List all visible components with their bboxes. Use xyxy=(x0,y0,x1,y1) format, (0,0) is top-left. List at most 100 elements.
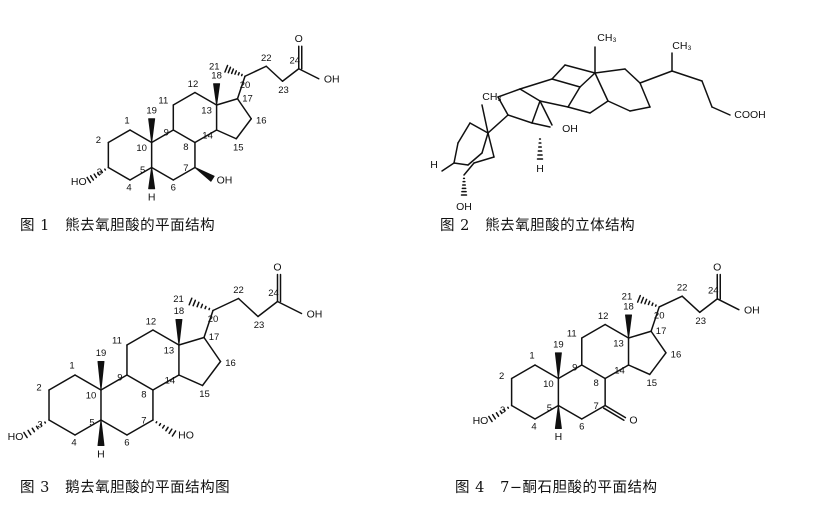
bond xyxy=(107,166,131,181)
oh-3-hash-stripe xyxy=(491,413,497,420)
atom-label-21: 21 xyxy=(209,61,220,72)
caption-figure-4: 图 4 7−酮石胆酸的平面结构 xyxy=(455,480,658,496)
bond xyxy=(627,364,651,376)
oh-7-hash-stripe xyxy=(158,422,162,427)
sidechain-bond xyxy=(671,70,703,82)
atom-label-22: 22 xyxy=(261,53,272,64)
bond xyxy=(627,330,652,339)
atom-label-6: 6 xyxy=(124,438,129,449)
atom-label-2: 2 xyxy=(499,371,504,382)
bond xyxy=(126,329,154,346)
oh-7-wedge xyxy=(194,167,215,182)
bond xyxy=(201,360,222,387)
bond xyxy=(150,129,175,144)
atom-label-23: 23 xyxy=(695,316,706,327)
bond xyxy=(604,323,630,339)
oh-7-hash-stripe xyxy=(155,421,158,424)
methyl-21-hash-stripe xyxy=(200,303,204,309)
bond xyxy=(172,91,196,106)
atom-label-20: 20 xyxy=(240,80,251,91)
bond xyxy=(658,295,683,308)
bond xyxy=(237,297,259,318)
h-3-bond xyxy=(441,162,455,172)
bond xyxy=(557,404,583,420)
atom-label-7: 7 xyxy=(183,163,188,174)
methyl-21-hash-stripe xyxy=(192,299,197,307)
bond xyxy=(581,364,606,380)
h-5-label: H xyxy=(148,192,156,204)
methyl-21-hash-stripe xyxy=(196,301,200,308)
oh-3-hash-stripe xyxy=(100,170,104,174)
oh-3-label: HO xyxy=(71,176,87,188)
methyl-18-wedge xyxy=(625,314,633,339)
atom-label-16: 16 xyxy=(225,358,236,369)
atom-label-9: 9 xyxy=(572,363,577,374)
atom-label-23: 23 xyxy=(254,320,265,331)
bond xyxy=(74,419,102,436)
bond xyxy=(276,300,303,315)
methyl-21-hash-stripe xyxy=(640,296,645,304)
atom-label-4: 4 xyxy=(71,438,76,449)
atom-label-5: 5 xyxy=(140,165,145,176)
oh-7-hash-stripe xyxy=(161,424,166,429)
atom-label-19: 19 xyxy=(146,105,157,116)
atom-label-17: 17 xyxy=(242,93,253,104)
atom-label-8: 8 xyxy=(141,390,146,401)
structure-diagram-1: OH12345106789111213141516171819202122232… xyxy=(71,33,340,204)
atom-label-17: 17 xyxy=(656,326,667,337)
ringD-bond xyxy=(639,82,651,108)
atom-label-6: 6 xyxy=(579,422,584,433)
methyl-21-hash-stripe xyxy=(224,64,229,73)
ringB-bond xyxy=(519,88,541,102)
atom-label-18: 18 xyxy=(174,306,185,317)
sidechain-bond xyxy=(701,80,713,108)
oh-7-hash-stripe xyxy=(171,430,177,437)
bond xyxy=(557,364,583,380)
oh-3-label: HO xyxy=(473,415,489,427)
methyl-19-wedge xyxy=(554,352,562,379)
atom-label-7: 7 xyxy=(593,401,598,412)
atom-label-13: 13 xyxy=(201,106,212,117)
ringC-bond xyxy=(589,100,609,114)
bond xyxy=(48,419,76,436)
bond xyxy=(100,374,128,391)
caption-figure-3: 图 3 鹅去氧胆酸的平面结构图 xyxy=(20,480,231,496)
ringC-bond xyxy=(594,72,609,102)
methyl-19-wedge xyxy=(148,118,156,143)
ringB-bond xyxy=(507,114,533,124)
atom-label-19: 19 xyxy=(553,339,564,350)
bond xyxy=(126,419,154,436)
oh-7-bond xyxy=(539,100,553,126)
oh-7-label: OH xyxy=(217,175,233,187)
oh-3-hash-stripe xyxy=(507,406,510,409)
bond xyxy=(581,323,606,339)
atom-label-12: 12 xyxy=(188,79,199,90)
oh-3-hash-stripe xyxy=(35,425,39,430)
bond xyxy=(172,166,196,181)
ringB-bond xyxy=(531,122,551,128)
ringC-bond xyxy=(551,78,581,88)
bond xyxy=(194,91,218,106)
caption-figure-2: 图 2 熊去氧胆酸的立体结构 xyxy=(440,218,636,234)
keto-7-label: O xyxy=(629,414,637,426)
ringD-bond xyxy=(629,106,651,112)
h-8-hash xyxy=(536,138,544,160)
methyl-19-bond xyxy=(481,104,489,134)
oh-7-label: HO xyxy=(178,429,194,441)
bond xyxy=(604,364,630,380)
atom-label-11: 11 xyxy=(567,329,577,340)
oh-3-hash-stripe xyxy=(488,415,493,423)
bond xyxy=(126,374,154,391)
structure-diagram-4: O123451067891112131415161718192021222324… xyxy=(473,261,760,443)
oh-3-hash-stripe xyxy=(499,410,503,415)
methyl-21-hash-stripe xyxy=(237,71,240,76)
atom-label-18: 18 xyxy=(211,70,222,81)
bond xyxy=(257,300,279,318)
bond xyxy=(129,166,153,181)
bond xyxy=(212,297,240,312)
oh-3-hash-stripe xyxy=(31,427,36,433)
acid-o-label: O xyxy=(295,33,303,45)
atom-label-6: 6 xyxy=(171,183,176,194)
